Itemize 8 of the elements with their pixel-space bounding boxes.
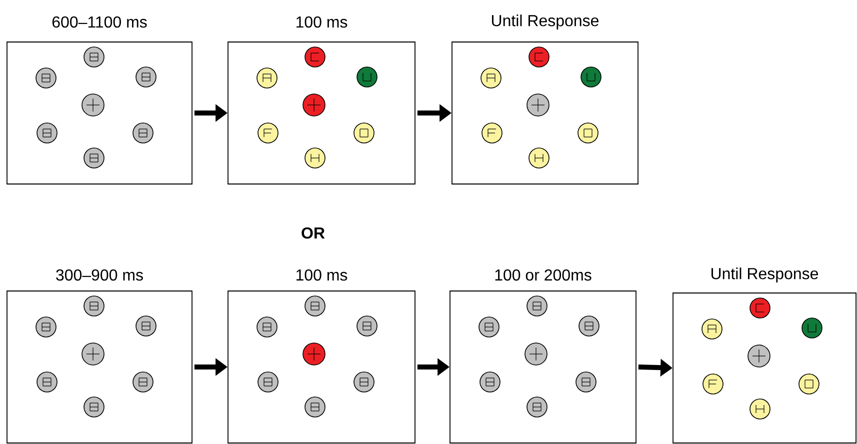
frame-heading: Until Response (712, 268, 818, 282)
separator-label: OR (302, 227, 325, 239)
frame-heading: 100 ms (296, 269, 348, 281)
frame-heading: Until Response (492, 14, 598, 30)
frame-heading: 600–1100 ms (52, 16, 147, 28)
frame-heading: 100 ms (296, 16, 348, 28)
frame-heading: 300–900 ms (56, 269, 143, 281)
frame-heading: 100 or 200ms (495, 269, 592, 281)
